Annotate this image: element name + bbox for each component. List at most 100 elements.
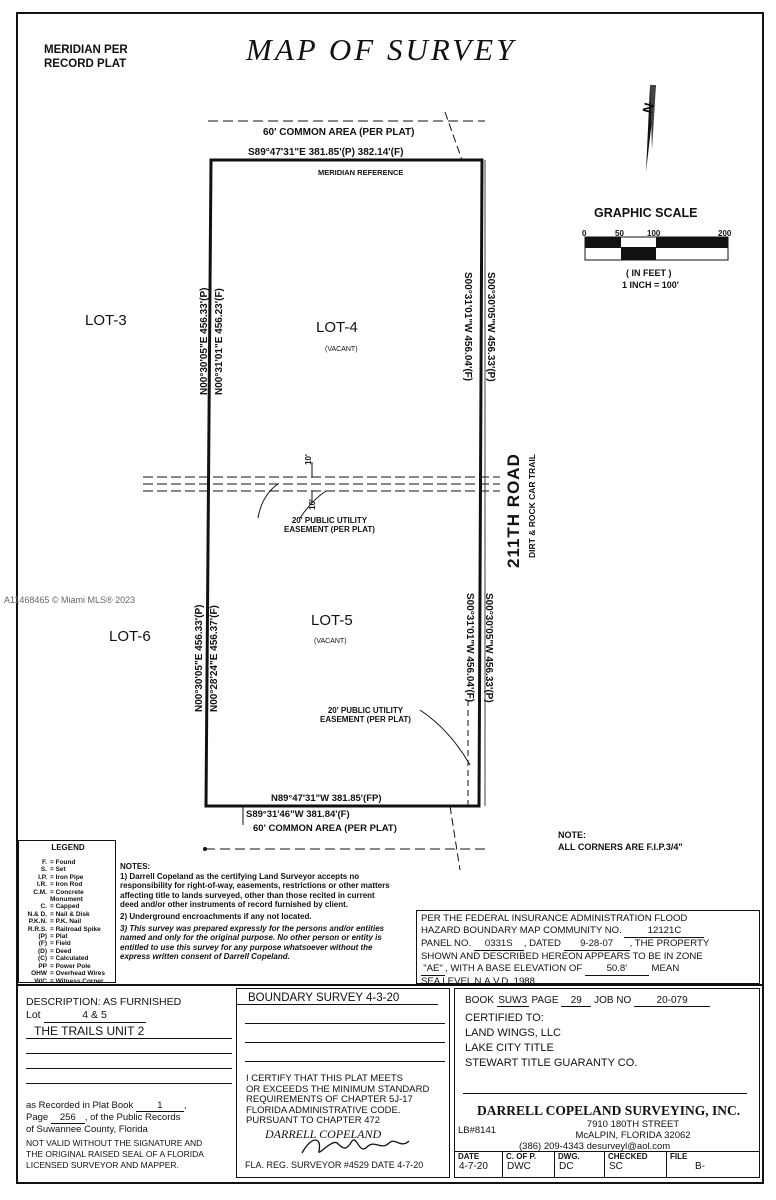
cofp-cell: C. OF P.DWC — [503, 1152, 555, 1178]
legend-key — [21, 896, 50, 903]
notes-block: NOTES: 1) Darrell Copeland as the certif… — [120, 862, 392, 962]
legend-key: F. — [41, 859, 47, 866]
scale-ratio: 1 INCH = 100' — [622, 280, 679, 290]
legend-key: (P) — [38, 933, 47, 941]
legend-meaning: = Set — [50, 866, 66, 874]
registration: FLA. REG. SURVEYOR #4529 DATE 4-7-20 — [245, 1160, 424, 1170]
flood-line-4: SHOWN AND DESCRIBED HEREON APPEARS TO BE… — [421, 951, 703, 962]
top-bearing: S89°47'31"E 381.85'(P) 382.14'(F) — [248, 147, 404, 158]
lot-4-status: (VACANT) — [325, 346, 358, 353]
note-3: 3) This survey was prepared expressly fo… — [120, 923, 385, 962]
legend-title: LEGEND — [51, 843, 85, 852]
legend-key: C.M. — [33, 888, 47, 896]
legend-key: (D) — [37, 947, 47, 955]
legend-key: (F) — [38, 940, 47, 948]
recorded-line-2: Page 256, of the Public Records — [26, 1112, 236, 1124]
ten-ft-dim-a: 10' — [303, 454, 313, 465]
legend-item: OHW= Overhead Wires — [21, 970, 115, 977]
east-bearing-upper-2: S00°30'05"W 456.33'(P) — [485, 272, 496, 382]
certified-party-3: STEWART TITLE GUARANTY CO. — [465, 1057, 638, 1069]
job-label: JOB NO — [594, 995, 632, 1006]
legend-item: (D)= Deed — [21, 948, 115, 955]
file-value: B- — [695, 1161, 705, 1172]
tb-blank — [463, 1071, 747, 1094]
dwg-header: DWG. — [558, 1152, 580, 1161]
legend-item: I.P.= Iron Pipe — [21, 874, 115, 881]
low-easement-line2: EASEMENT (PER PLAT) — [320, 715, 411, 724]
flood-community-label: HAZARD BOUNDARY MAP COMMUNITY NO. — [421, 925, 622, 936]
scale-tick-0: 0 — [582, 229, 587, 238]
address-line-1: 7910 180TH STREET — [586, 1119, 680, 1130]
bottom-bearing-field: S89°31'46"W 381.84'(F) — [246, 809, 350, 820]
lot-3-label: LOT-3 — [85, 312, 127, 329]
note-text: ALL CORNERS ARE F.I.P.3/4" — [558, 842, 683, 852]
firm-address: 7910 180TH STREET McALPIN, FLORIDA 32062 — [563, 1119, 703, 1141]
warning-1: NOT VALID WITHOUT THE SIGNATURE AND — [26, 1138, 203, 1148]
legend-meaning: = Railroad Spike — [50, 925, 101, 933]
cofp-value: DWC — [507, 1161, 531, 1172]
low-easement-line1: 20' PUBLIC UTILITY — [327, 706, 404, 715]
surveyor-signature — [301, 1139, 410, 1154]
description-title: DESCRIPTION: AS FURNISHED — [26, 996, 182, 1008]
recorded-line-1: as Recorded in Plat Book 1, — [26, 1100, 187, 1112]
west-bearing-upper: N00°30'05"E 456.33'(P) — [199, 287, 210, 395]
surveyor-name: DARRELL COPELAND — [265, 1126, 382, 1141]
flood-line-2: HAZARD BOUNDARY MAP COMMUNITY NO. 12121C — [421, 925, 755, 938]
scale-tick-200: 200 — [718, 229, 732, 238]
lot-4-label: LOT-4 — [316, 319, 358, 336]
legend-meaning: = Calculated — [50, 955, 89, 963]
warning-2: THE ORIGINAL RAISED SEAL OF A FLORIDA — [26, 1149, 204, 1159]
description-subdivision: THE TRAILS UNIT 2 — [26, 1025, 232, 1039]
scale-tick-50: 50 — [615, 229, 624, 238]
cert-line-5: PURSUANT TO CHAPTER 472 — [246, 1115, 381, 1126]
address-line-2: McALPIN, FLORIDA 32062 — [575, 1130, 691, 1141]
west-bearing-upper-2: N00°31'01"E 456.23'(F) — [214, 288, 225, 395]
license-number: LB#8141 — [458, 1125, 497, 1136]
flood-zone-value: "AE" — [421, 963, 445, 976]
legend-item: (F)= Field — [21, 940, 115, 947]
file-header: FILE — [670, 1152, 688, 1161]
legend-meaning: = Iron Pipe — [50, 873, 84, 881]
legend-item: S.= Set — [21, 866, 115, 873]
flood-elev-label: , WITH A BASE ELEVATION OF — [445, 963, 583, 974]
north-arrow-icon — [646, 85, 656, 172]
east-bearing-lower: S00°31'01"W 456.04'(F) — [464, 593, 475, 703]
legend-key: S. — [40, 866, 47, 874]
page-label: Page — [26, 1112, 49, 1123]
cert-statement: I CERTIFY THAT THIS PLAT MEETS OR EXCEED… — [237, 1073, 449, 1127]
certified-label: CERTIFIED TO: — [465, 1012, 544, 1024]
legend-key: PP — [38, 962, 47, 970]
job-value: 20-079 — [634, 995, 711, 1007]
cert-line-2: OR EXCEEDS THE MINIMUM STANDARD — [246, 1083, 430, 1095]
description-blank-1 — [26, 1039, 232, 1054]
cofp-header: C. OF P. — [506, 1152, 537, 1161]
flood-line-6: SEA LEVEL N.A.V.D. 1988. — [421, 976, 538, 987]
mid-easement-label: 20' PUBLIC UTILITY EASEMENT (PER PLAT) — [284, 516, 375, 534]
bottom-bearing-fp: N89°47'31"W 381.85'(FP) — [271, 793, 382, 804]
legend-item: P.K.N.= P.K. Nail — [21, 918, 115, 925]
map-title: MAP OF SURVEY — [246, 32, 517, 67]
certified-party-2: LAKE CITY TITLE — [465, 1042, 554, 1054]
legend-key: N.& D. — [27, 910, 48, 918]
legend-item: W/C= Witness Corner — [21, 978, 115, 985]
certified-party-1: LAND WINGS, LLC — [465, 1027, 561, 1039]
cert-line-4: FLORIDA ADMINISTRATIVE CODE. — [246, 1104, 401, 1116]
note-2: 2) Underground encroachments if any not … — [120, 911, 312, 921]
book-page-job: BOOK SUW3 PAGE 29 JOB NO 20-079 — [455, 989, 759, 1007]
date-value: 4-7-20 — [459, 1161, 488, 1172]
ten-ft-dim-b: 10' — [307, 499, 317, 510]
lot-6-label: LOT-6 — [109, 628, 151, 645]
legend-key: W/C — [34, 977, 47, 985]
plat-book-value: 1 — [135, 1100, 184, 1112]
public-records-text: , of the Public Records — [84, 1112, 181, 1123]
dwg-value: DC — [559, 1161, 574, 1172]
legend-meaning: = Iron Rod — [50, 881, 83, 889]
graphic-scale-title: GRAPHIC SCALE — [594, 206, 698, 220]
road-description: DIRT & ROCK CAR TRAIL — [527, 454, 537, 558]
description-blank-2 — [26, 1054, 232, 1069]
cert-blank-2 — [245, 1024, 445, 1043]
legend-key: I.R. — [36, 881, 47, 889]
